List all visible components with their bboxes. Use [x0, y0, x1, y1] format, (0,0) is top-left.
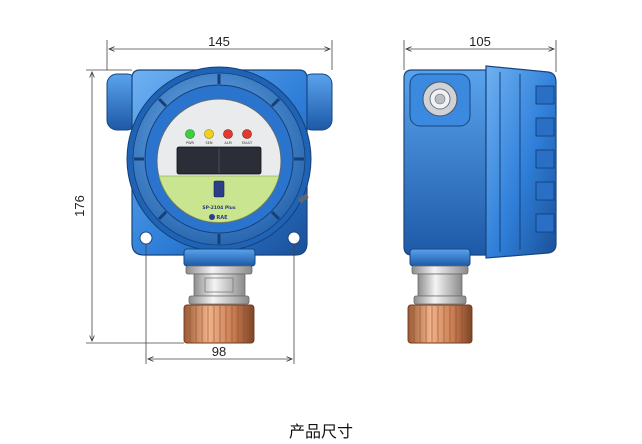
front-dimensions — [86, 40, 333, 364]
width-dimension-label: 145 — [208, 34, 230, 49]
model-label: SP-2104 Plus — [202, 205, 235, 211]
housing-neck — [183, 248, 256, 267]
hole-spacing-dimension-label: 98 — [212, 344, 226, 359]
sensor-collar — [185, 265, 253, 275]
side-cap — [485, 65, 557, 259]
cap-notches — [134, 74, 304, 244]
led-alm — [223, 129, 233, 139]
magnet-key-icon — [213, 180, 225, 198]
sensor-cap — [183, 304, 255, 344]
led-label-fault: FAULT — [242, 141, 253, 145]
side-dimensions — [403, 40, 557, 72]
led-label-pwr: PWR — [186, 141, 195, 145]
led-sen — [204, 129, 214, 139]
depth-dimension-label: 105 — [469, 34, 491, 49]
side-cap-grooves — [499, 72, 521, 252]
side-sensor-body — [417, 273, 463, 297]
mounting-hole-right — [287, 231, 301, 245]
lock-screw — [298, 193, 309, 203]
led-pwr — [185, 129, 195, 139]
rae-logo-icon — [209, 214, 215, 220]
green-panel — [158, 175, 280, 223]
side-view — [403, 65, 557, 344]
led-label-alm: ALM — [224, 141, 231, 145]
led-fault — [242, 129, 252, 139]
height-dimension-label: 176 — [72, 195, 87, 217]
side-neck — [409, 248, 471, 267]
brand-label: RAE — [216, 215, 228, 221]
caption: 产品尺寸 — [288, 422, 353, 441]
side-cap-ribs — [535, 85, 555, 233]
led-label-sen: SEN — [205, 141, 212, 145]
status-leds: PWR SEN ALM FAULT — [185, 129, 253, 145]
front-view: PWR SEN ALM FAULT SP-2104 Plus RAE — [106, 66, 333, 344]
side-sensor-cap — [407, 304, 473, 344]
mounting-hole-left — [139, 231, 153, 245]
sensor-body — [193, 273, 246, 297]
